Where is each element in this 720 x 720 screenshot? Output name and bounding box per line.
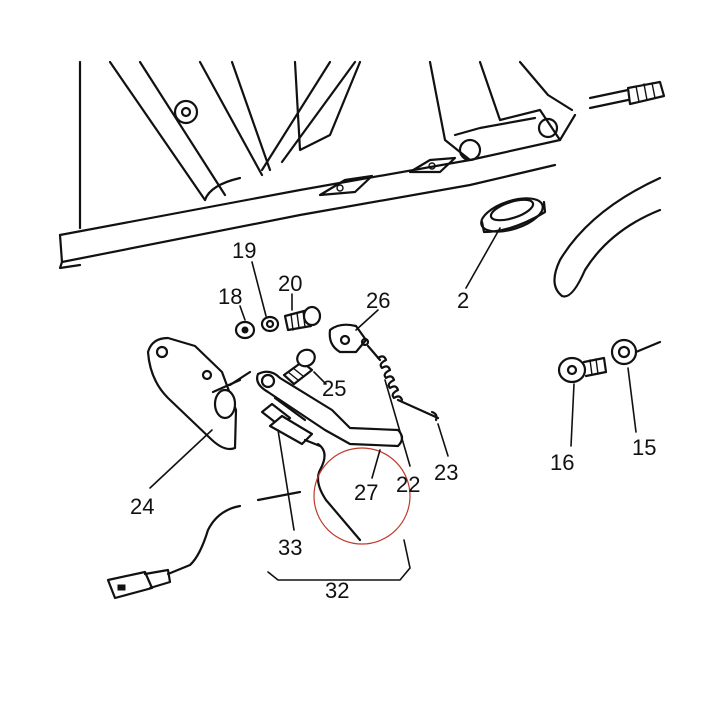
- bolt-part-20: [283, 305, 322, 332]
- callout-15: 15: [632, 435, 656, 460]
- callout-32: 32: [325, 578, 349, 603]
- callout-26: 26: [366, 288, 390, 313]
- callout-24: 24: [130, 494, 154, 519]
- spring-tab-part-26: [328, 323, 370, 354]
- stud-bolt: [588, 80, 666, 110]
- callout-22: 22: [396, 472, 420, 497]
- washer-part-19: [260, 315, 280, 333]
- callout-25: 25: [322, 376, 346, 401]
- callout-18: 18: [218, 284, 242, 309]
- bolt-part-25: [282, 348, 316, 386]
- fender-piece: [553, 176, 662, 298]
- highlight-circle: [313, 447, 411, 545]
- callout-27: 27: [354, 480, 378, 505]
- switch-cable-part-32: [106, 442, 362, 600]
- callout-19: 19: [232, 238, 256, 263]
- washer-part-15: [610, 338, 662, 366]
- side-stand-bracket-part-24: [146, 336, 252, 451]
- frame-assembly: [58, 60, 577, 270]
- callout-20: 20: [278, 271, 302, 296]
- callout-2: 2: [457, 288, 469, 313]
- side-stand-switch-part-33: [260, 402, 322, 448]
- washer-part-18: [234, 320, 256, 340]
- callout-16: 16: [550, 450, 574, 475]
- leader-lines: [149, 227, 637, 581]
- spring-part-22: [366, 344, 440, 422]
- screw-part-16: [557, 356, 608, 384]
- seal-ring-part-2: [480, 197, 547, 234]
- callout-33: 33: [278, 535, 302, 560]
- callout-23: 23: [434, 460, 458, 485]
